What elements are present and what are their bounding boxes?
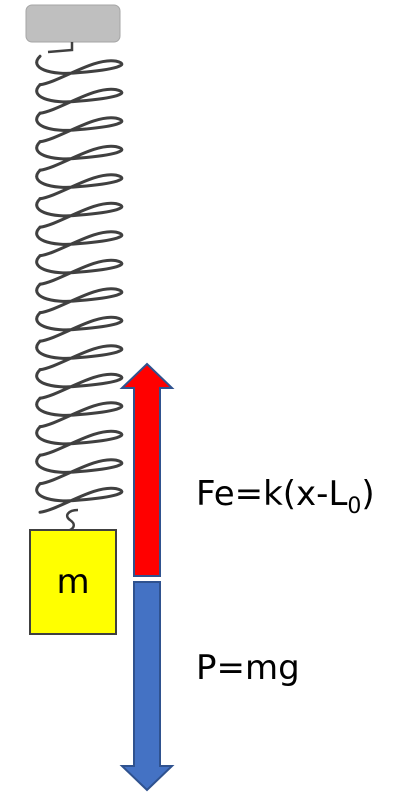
bottom-hook [66, 508, 79, 532]
spring [35, 54, 124, 514]
spring-coil [35, 54, 124, 87]
spring-coil [35, 339, 124, 372]
spring-coil [35, 311, 124, 343]
spring-coil [35, 83, 124, 115]
spring-coil [35, 396, 124, 429]
ceiling-support [25, 4, 121, 43]
spring-coil [35, 282, 124, 315]
weight-arrow [119, 581, 175, 792]
spring-coil [35, 168, 124, 201]
mass-block [29, 529, 117, 635]
weight-label: P=mg [196, 648, 300, 688]
elastic-force-arrow [119, 362, 175, 577]
spring-coil [35, 111, 124, 144]
elastic-force-subscript: 0 [347, 494, 362, 519]
spring-coil [35, 425, 124, 457]
spring-coil [35, 482, 124, 514]
elastic-force-text: Fe=k(x-L [196, 474, 348, 514]
spring-coil [35, 140, 124, 172]
spring-coil [35, 453, 124, 486]
spring-coil [35, 197, 124, 229]
elastic-force-label: Fe=k(x-L0) [196, 474, 375, 519]
spring-coil [35, 225, 124, 258]
top-hook [47, 42, 74, 54]
spring-coil [35, 368, 124, 400]
spring-coil [35, 254, 124, 286]
mass-label: m [56, 562, 90, 602]
elastic-force-close: ) [361, 474, 375, 514]
